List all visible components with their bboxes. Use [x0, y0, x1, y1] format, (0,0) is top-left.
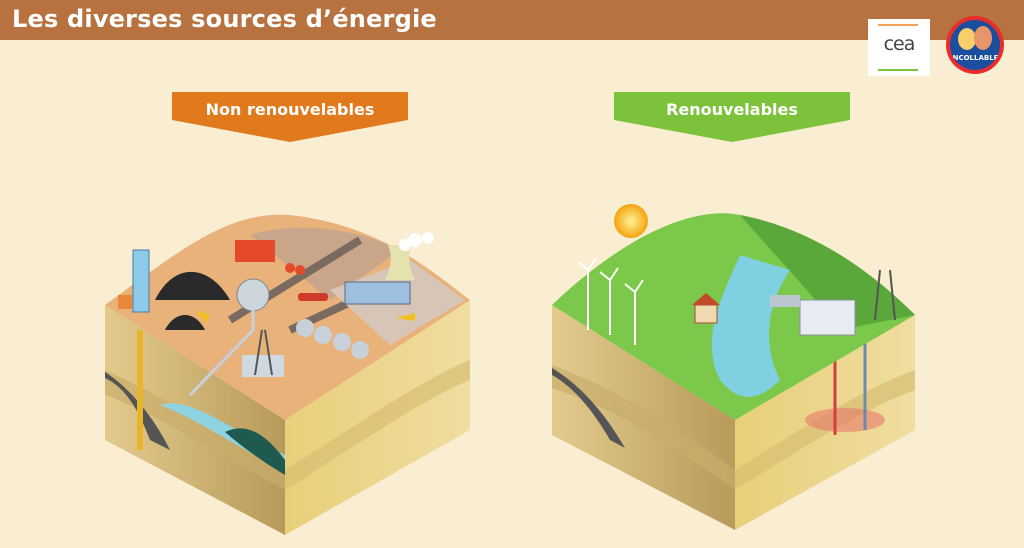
sun-icon [614, 204, 648, 238]
non-renewable-block [105, 214, 470, 535]
page-title: Les diverses sources d’énergie [12, 5, 437, 33]
cea-logo: cea [868, 19, 930, 76]
incollables-logo: INCOLLABLES [946, 16, 1004, 74]
non-renewable-banner: Non renouvelables [172, 92, 408, 142]
renewable-label: Renouvelables [666, 100, 798, 119]
renewable-block [552, 204, 915, 530]
header-bar: Les diverses sources d’énergie [0, 0, 1024, 40]
banner-arrow-shape [614, 92, 850, 142]
banner-arrow-shape [172, 92, 408, 142]
renewable-banner: Renouvelables [614, 92, 850, 142]
non-renewable-label: Non renouvelables [205, 100, 375, 119]
